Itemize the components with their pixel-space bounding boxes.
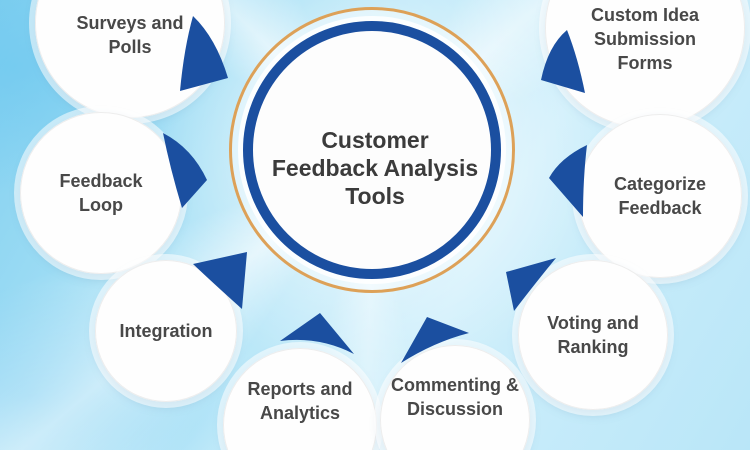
node-label: Surveys and Polls xyxy=(76,12,184,57)
node-label: Reports and Analytics xyxy=(247,378,353,423)
node-integration: Integration xyxy=(95,260,237,402)
node-voting-and-ranking: Voting and Ranking xyxy=(518,260,668,410)
node-label: Integration xyxy=(119,320,213,341)
center-title-line-1: Customer xyxy=(321,127,429,153)
center-title-line-3: Tools xyxy=(345,183,405,209)
node-categorize-feedback: Categorize Feedback xyxy=(578,114,742,278)
center-title: Customer Feedback Analysis Tools xyxy=(255,126,495,210)
node-label: Voting and Ranking xyxy=(547,312,639,357)
node-feedback-loop: Feedback Loop xyxy=(20,112,182,274)
node-label: Feedback Loop xyxy=(59,170,143,215)
node-label: Commenting & Discussion xyxy=(391,374,519,419)
node-label: Custom Idea Submission Forms xyxy=(590,4,700,74)
center-ring-blue xyxy=(243,21,501,279)
center-title-line-2: Feedback Analysis xyxy=(271,155,479,181)
node-label: Categorize Feedback xyxy=(613,173,707,218)
